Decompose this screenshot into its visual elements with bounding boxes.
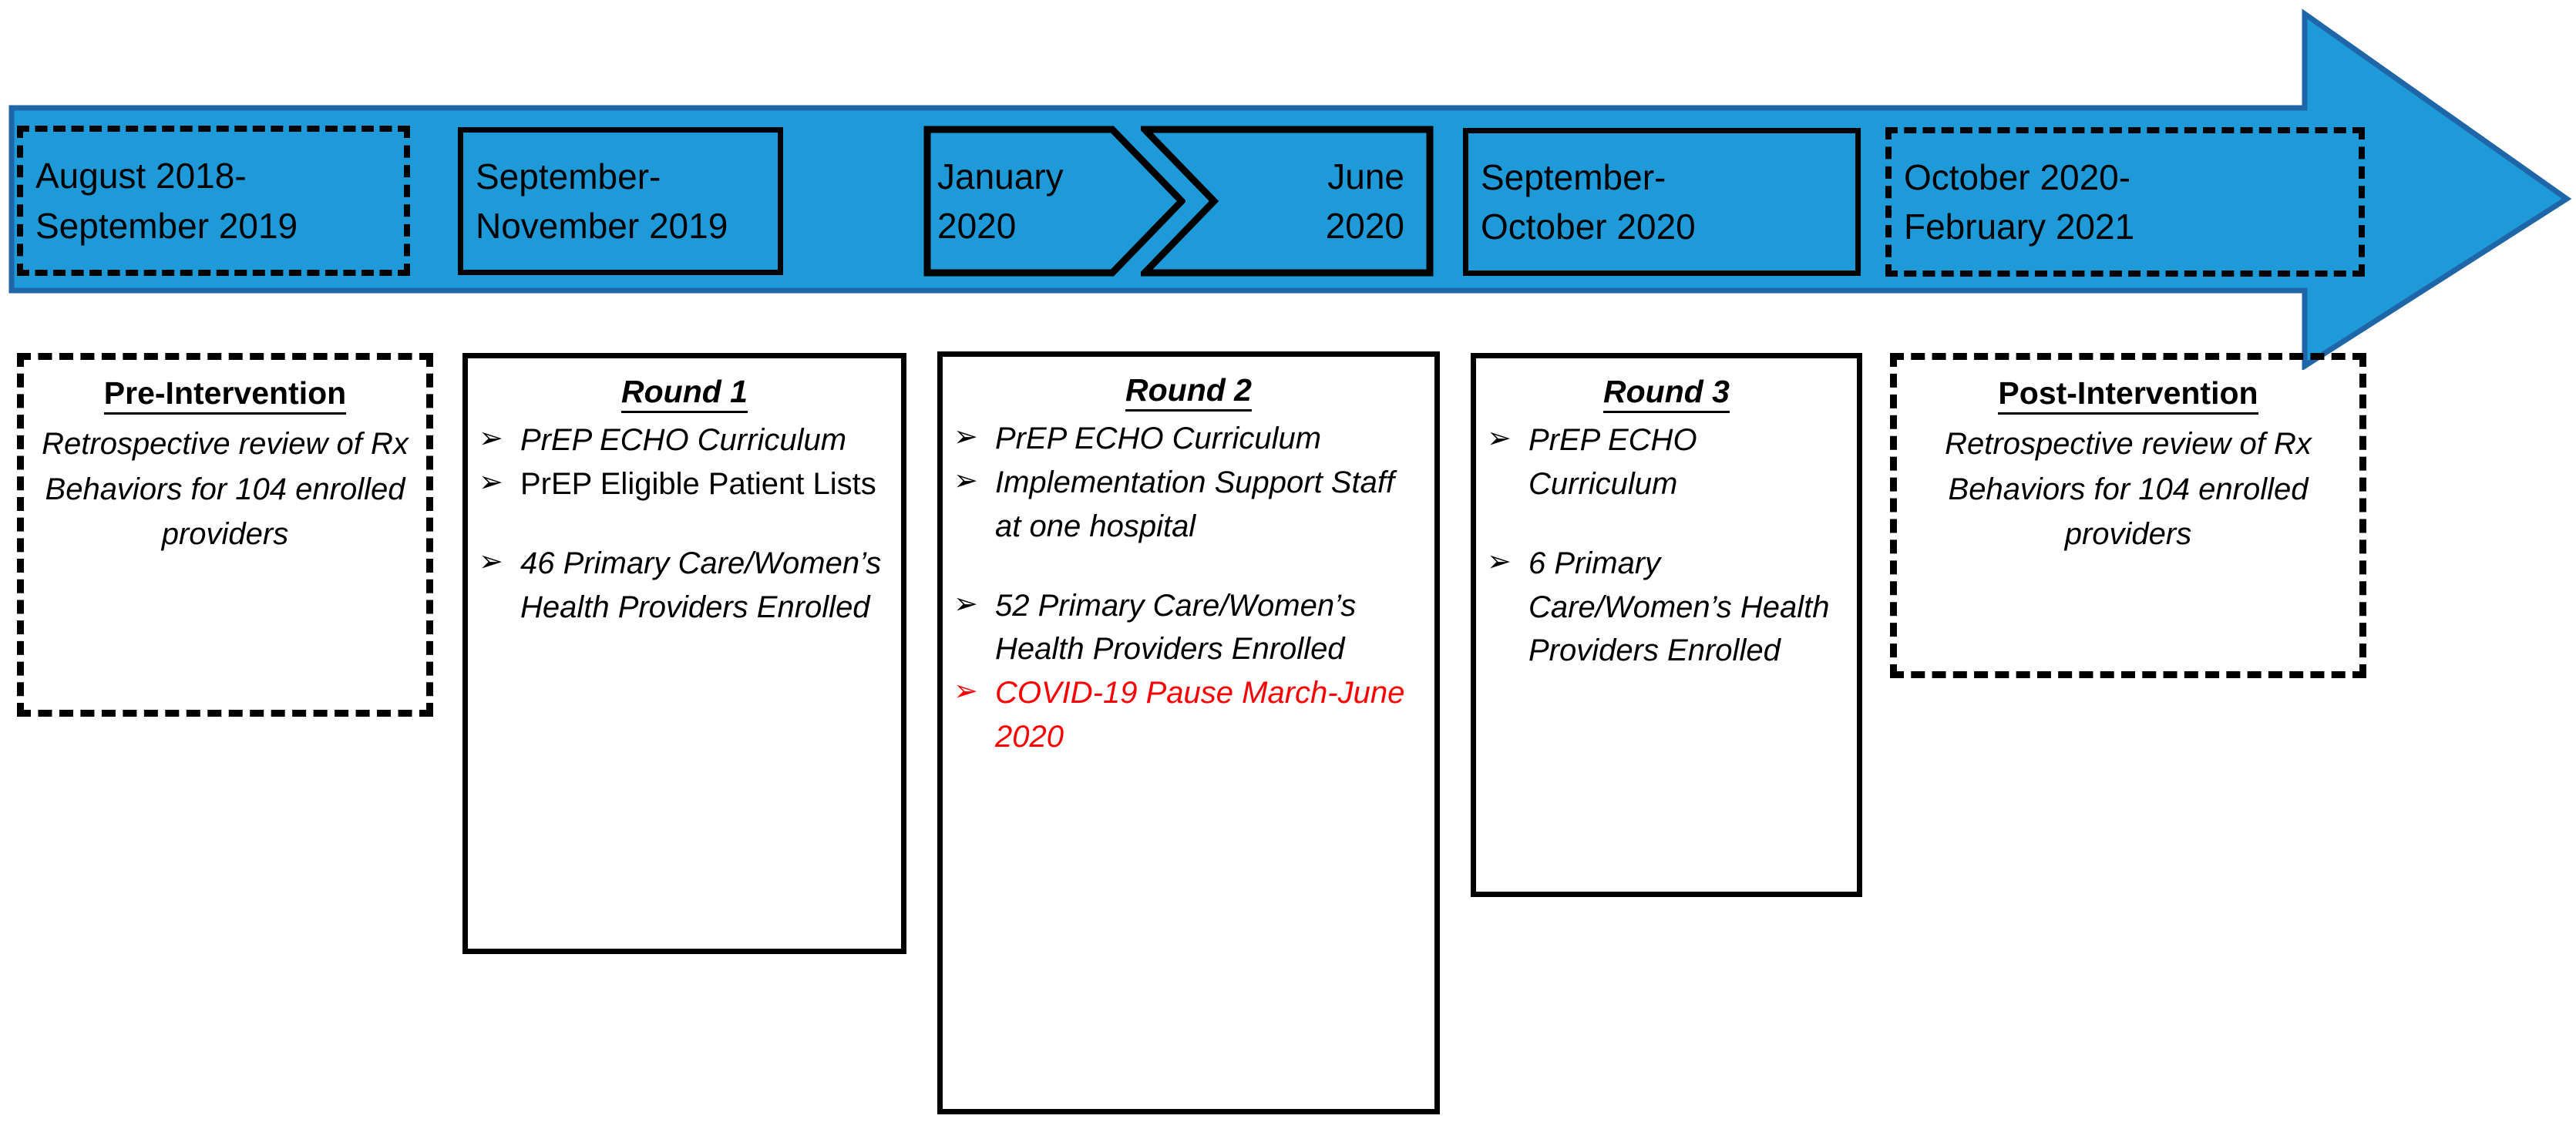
period-line-1: January — [937, 156, 1064, 197]
arrowhead-bullet-icon: ➢ — [1487, 422, 1512, 455]
list-item-text: PrEP ECHO Curriculum — [520, 423, 847, 458]
list-item: ➢ 6 Primary Care/Women’s Health Provider… — [1487, 542, 1849, 673]
period-line-1: September- — [476, 156, 661, 197]
phase-box-bullet-list: ➢ PrEP ECHO Curriculum ➢ Implementation … — [943, 417, 1434, 759]
phase-box-title-text: Round 3 — [1603, 374, 1730, 413]
timeline-period-round-2-end: June 2020 — [1202, 126, 1418, 277]
list-item: ➢ PrEP Eligible Patient Lists — [479, 462, 893, 506]
phase-box-title: Post-Intervention — [1897, 371, 2359, 415]
list-item-text: 46 Primary Care/Women’s Health Providers… — [520, 546, 882, 624]
phase-box-title: Round 3 — [1476, 369, 1857, 414]
arrowhead-bullet-icon: ➢ — [479, 545, 503, 578]
arrowhead-bullet-icon: ➢ — [953, 587, 978, 620]
phase-box-round-3: Round 3 ➢ PrEP ECHO Curriculum ➢ 6 Prima… — [1471, 353, 1862, 897]
arrowhead-bullet-icon: ➢ — [953, 465, 978, 498]
phase-box-title-text: Post-Intervention — [1998, 375, 2258, 415]
phase-box-pre-intervention: Pre-Intervention Retrospective review of… — [17, 353, 433, 717]
timeline-period-post-intervention: October 2020- February 2021 — [1885, 127, 2365, 277]
phase-box-bullet-list: ➢ PrEP ECHO Curriculum ➢ 6 Primary Care/… — [1476, 418, 1857, 673]
period-line-1: September- — [1481, 156, 1666, 197]
period-line-2: 2020 — [1325, 206, 1404, 246]
arrowhead-bullet-icon: ➢ — [1487, 545, 1512, 578]
phase-box-title: Round 2 — [943, 368, 1434, 412]
period-line-2: October 2020 — [1481, 207, 1696, 247]
list-item-text: Implementation Support Staff at one hosp… — [995, 465, 1395, 543]
list-item: ➢ PrEP ECHO Curriculum — [1487, 418, 1849, 506]
timeline-period-round-1: September- November 2019 — [458, 127, 783, 275]
phase-box-paragraph: Retrospective review of Rx Behaviors for… — [42, 427, 409, 551]
phase-box-title-text: Round 1 — [621, 374, 748, 413]
arrowhead-bullet-icon: ➢ — [479, 466, 503, 499]
arrowhead-bullet-icon: ➢ — [953, 421, 978, 454]
period-line-2: February 2021 — [1904, 207, 2135, 247]
timeline-period-round-2-start-shape — [923, 126, 1187, 277]
period-line-2: November 2019 — [476, 206, 728, 246]
phase-box-title: Pre-Intervention — [24, 371, 426, 415]
list-item-text: 52 Primary Care/Women’s Health Providers… — [995, 588, 1357, 667]
list-item-covid-pause: ➢ COVID-19 Pause March-June 2020 — [953, 671, 1427, 759]
timeline-period-round-2-end-shape — [1136, 126, 1434, 277]
phase-box-round-1: Round 1 ➢ PrEP ECHO Curriculum ➢ PrEP El… — [462, 353, 906, 954]
phase-box-title-text: Round 2 — [1125, 372, 1252, 412]
timeline-period-pre-intervention: August 2018- September 2019 — [17, 126, 410, 276]
period-line-2: 2020 — [937, 206, 1017, 246]
phase-box-bullet-list: ➢ PrEP ECHO Curriculum ➢ PrEP Eligible P… — [468, 418, 901, 629]
list-item: ➢ Implementation Support Staff at one ho… — [953, 461, 1427, 549]
timeline-period-round-2-start: January 2020 — [923, 126, 1116, 277]
list-item-text: PrEP ECHO Curriculum — [995, 422, 1322, 456]
list-item-text: PrEP ECHO Curriculum — [1528, 423, 1697, 502]
list-item: ➢ 52 Primary Care/Women’s Health Provide… — [953, 584, 1427, 672]
phase-box-post-intervention: Post-Intervention Retrospective review o… — [1890, 353, 2366, 678]
list-item-text: COVID-19 Pause March-June 2020 — [995, 676, 1405, 754]
arrowhead-bullet-icon: ➢ — [953, 675, 978, 708]
phase-box-title: Round 1 — [468, 369, 901, 414]
list-item-text: PrEP Eligible Patient Lists — [520, 467, 876, 502]
phase-box-paragraph: Retrospective review of Rx Behaviors for… — [1945, 427, 2312, 551]
timeline-period-round-3: September- October 2020 — [1463, 128, 1861, 276]
period-line-2: September 2019 — [35, 205, 298, 246]
list-item-text: 6 Primary Care/Women’s Health Providers … — [1528, 546, 1830, 668]
phase-box-title-text: Pre-Intervention — [103, 375, 347, 415]
list-item: ➢ PrEP ECHO Curriculum — [953, 417, 1427, 461]
period-line-1: October 2020- — [1904, 156, 2131, 197]
period-line-1: August 2018- — [35, 156, 247, 197]
list-item: ➢ PrEP ECHO Curriculum — [479, 418, 893, 462]
period-line-1: June — [1327, 156, 1404, 197]
list-item: ➢ 46 Primary Care/Women’s Health Provide… — [479, 542, 893, 630]
phase-box-round-2: Round 2 ➢ PrEP ECHO Curriculum ➢ Impleme… — [937, 351, 1440, 1114]
arrowhead-bullet-icon: ➢ — [479, 422, 503, 455]
